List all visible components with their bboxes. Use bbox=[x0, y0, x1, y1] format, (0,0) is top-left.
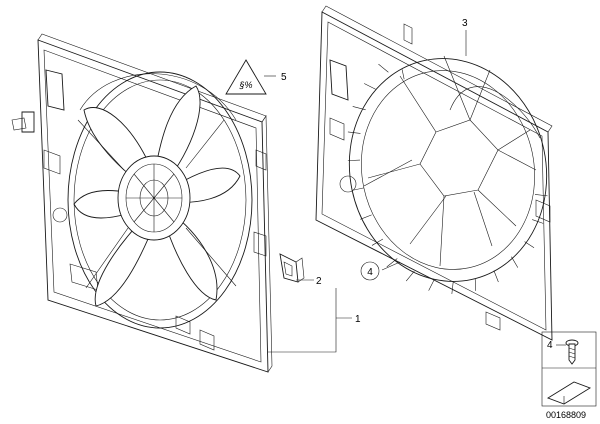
fan-assembly-left bbox=[11, 33, 273, 373]
leader-lines bbox=[264, 30, 566, 353]
callout-2: 2 bbox=[316, 276, 322, 287]
callout-5: 5 bbox=[281, 72, 287, 83]
warning-triangle: §% bbox=[225, 59, 267, 95]
callout-4-circle: 4 bbox=[360, 261, 380, 281]
callout-3: 3 bbox=[462, 18, 468, 29]
part-code: 00168809 bbox=[546, 410, 586, 420]
warning-symbol: §% bbox=[238, 80, 252, 90]
callout-4-screw: 4 bbox=[547, 340, 553, 351]
bracket-part bbox=[279, 253, 305, 283]
screw-box bbox=[541, 331, 597, 407]
callout-1: 1 bbox=[355, 314, 361, 325]
callout-4: 4 bbox=[367, 267, 373, 278]
shroud-right bbox=[315, 5, 553, 341]
